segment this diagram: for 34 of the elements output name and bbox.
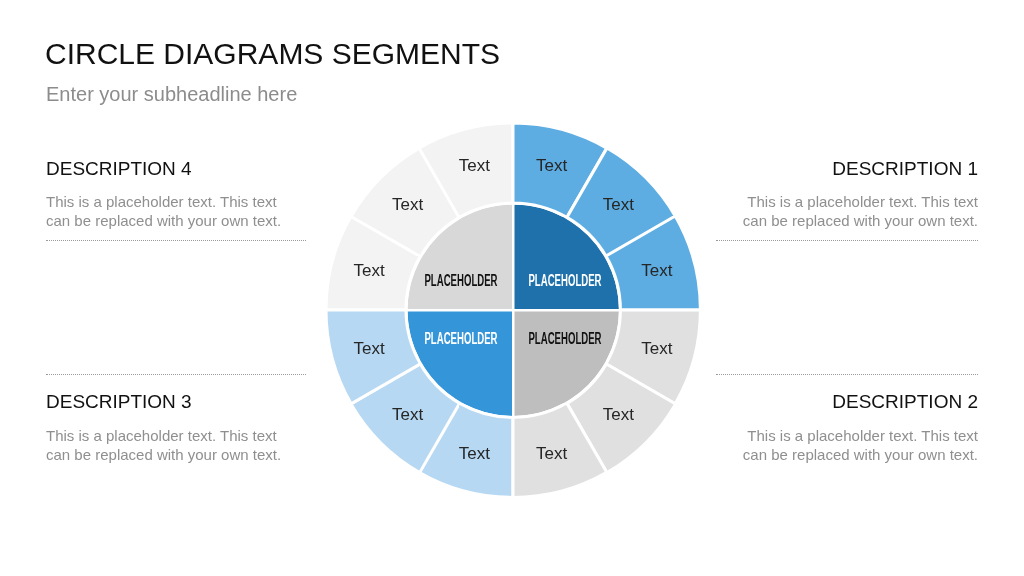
description-heading: DESCRIPTION 1: [832, 157, 978, 180]
description-heading: DESCRIPTION 2: [832, 390, 978, 413]
segment-label: Text: [458, 443, 490, 464]
segment-label: Text: [641, 338, 673, 359]
description-text: This is a placeholder text. This text can be replaced with your own text.: [741, 193, 978, 230]
ring-segment: [350, 147, 460, 257]
ring-segment: [566, 363, 676, 473]
segment-label: Text: [641, 261, 673, 282]
description-text: This is a placeholder text. This text can be replaced with your own text.: [741, 427, 978, 464]
description-text: This is a placeholder text. This text can be replaced with your own text.: [46, 193, 283, 230]
description-heading: DESCRIPTION 4: [46, 157, 192, 180]
ring-segment: [606, 216, 701, 310]
ring-segment: [325, 216, 420, 310]
segment-label: Text: [458, 156, 490, 177]
segment-label: Text: [392, 194, 424, 215]
description-text: This is a placeholder text. This text can be replaced with your own text.: [46, 427, 283, 464]
segment-label: Text: [602, 194, 634, 215]
quadrant-label: PLACEHOLDER: [424, 330, 498, 348]
ring-segment: [325, 310, 420, 404]
subtitle: Enter your subheadline here: [46, 82, 298, 106]
segment-label: Text: [353, 338, 385, 359]
title: CIRCLE DIAGRAMS SEGMENTS: [45, 36, 501, 72]
segment-label: Text: [353, 261, 385, 282]
ring-segment: [606, 310, 701, 404]
quadrant-label: PLACEHOLDER: [424, 272, 498, 290]
description-heading: DESCRIPTION 3: [46, 390, 192, 413]
segment-label: Text: [392, 405, 424, 426]
segment-label: Text: [602, 405, 634, 426]
segment-label: Text: [535, 443, 568, 464]
ring-segment: [566, 147, 676, 257]
segment-label: Text: [535, 156, 568, 177]
ring-segment: [350, 363, 460, 473]
quadrant-label: PLACEHOLDER: [528, 272, 602, 290]
quadrant-label: PLACEHOLDER: [528, 330, 602, 348]
